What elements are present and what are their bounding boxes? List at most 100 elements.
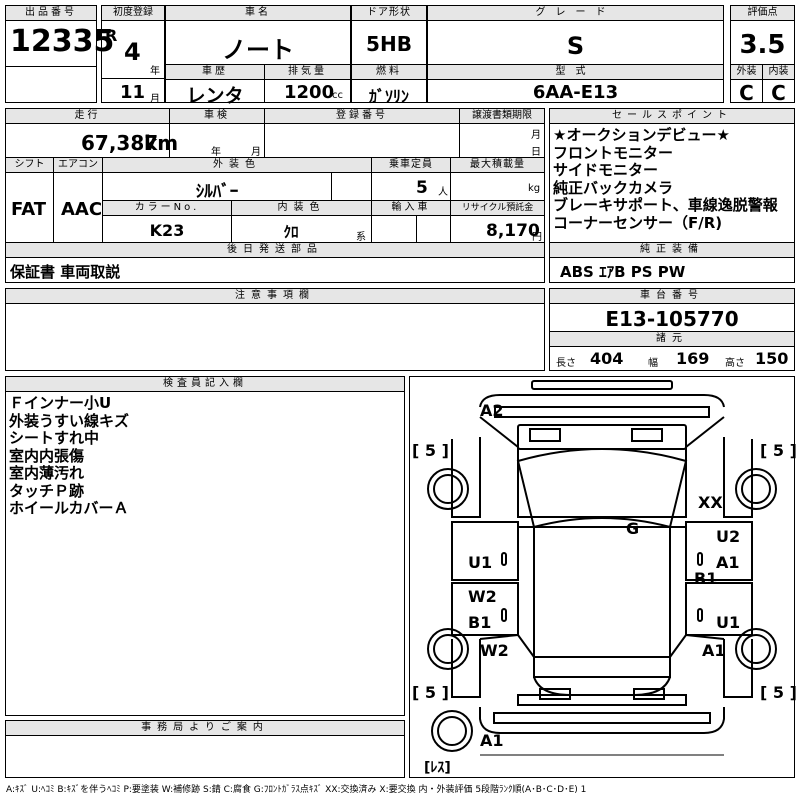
damage-diagram: [ 5 ] [ 5 ] [ 5 ] [ 5 ] [ﾚｽ] A2 XX G U2 …	[409, 376, 797, 778]
deadline-month-unit: 月	[531, 130, 541, 141]
selling-item: コーナーセンサー（F/R)	[553, 213, 723, 232]
length: 404	[590, 349, 624, 368]
ext-label: 外装	[731, 65, 762, 79]
maxload-label: 最大積載量	[451, 158, 544, 172]
fuel-label: 燃料	[352, 65, 426, 79]
shift: FAT	[11, 199, 47, 220]
score: 3.5	[739, 30, 786, 60]
details-block: 走行 車検 登録番号 譲渡書類期限 67,387 km 年 月 月 日 シフト …	[5, 108, 545, 283]
selling-points: セールスポイント ★オークションデビュー★ フロントモニター サイドモニター 純…	[549, 108, 795, 283]
inspector-item: Ｆインナー小U	[9, 394, 112, 412]
mileage-label: 走行	[6, 109, 169, 123]
car-outline	[427, 380, 777, 756]
damage-mark: W2	[480, 641, 509, 660]
office-box: 事務局よりご案内	[5, 720, 405, 778]
selling-item: サイドモニター	[553, 161, 659, 179]
door-label: ドア形状	[352, 6, 426, 20]
length-label: 長さ	[556, 358, 576, 369]
damage-mark: B1	[468, 613, 492, 632]
later-parts: 保証書 車両取説	[10, 263, 121, 281]
damage-mark: XX	[698, 493, 723, 512]
history-label: 車歴	[166, 65, 264, 79]
height: 150	[755, 349, 789, 368]
ac-label: エアコン	[54, 158, 102, 172]
selling-list: ★オークションデビュー★ フロントモニター サイドモニター 純正バックカメラ ブ…	[553, 126, 778, 232]
width-label: 幅	[648, 358, 658, 369]
car-name-cell: 車名 ノート 車歴 排気量 レンタ 1200 cc	[165, 5, 351, 107]
equipment-label: 純正装備	[550, 243, 794, 257]
inspection-label: 車検	[170, 109, 264, 123]
score-label: 評価点	[731, 6, 794, 20]
recycle-unit: 円	[532, 232, 542, 243]
color: ｼﾙﾊﾞｰ	[195, 182, 239, 202]
inspector-item: 室内内張傷	[9, 446, 85, 465]
door-type: 5HB	[366, 32, 412, 56]
chassis-number: E13-105770	[605, 307, 739, 331]
notes-box: 注意事項欄	[5, 288, 545, 371]
capacity-label: 乗車定員	[372, 158, 450, 172]
tire-tread-front-right: [ 5 ]	[760, 441, 797, 460]
inspector-item: タッチＰ跡	[9, 481, 85, 500]
int-grade: C	[771, 81, 786, 105]
car-name: ノート	[222, 36, 294, 64]
int-label: 内装	[763, 65, 794, 79]
door-cell: ドア形状 5HB 燃料 ｶﾞｿﾘﾝ	[351, 5, 427, 106]
recycle-label: リサイクル預託金	[451, 201, 544, 215]
damage-mark: A2	[480, 401, 504, 420]
lot-label: 出品番号	[6, 6, 96, 20]
lot-number: 12335	[10, 24, 115, 59]
model-code: 6AA-E13	[532, 82, 619, 103]
selling-label: セールスポイント	[550, 109, 794, 123]
import-label: 輸入車	[372, 201, 450, 215]
ac: AAC	[61, 199, 103, 220]
year-unit: 年	[150, 66, 160, 77]
regno-label: 登録番号	[265, 109, 459, 123]
selling-item: ★オークションデビュー★	[553, 126, 730, 144]
damage-mark: U2	[716, 527, 741, 546]
damage-mark: A1	[716, 553, 740, 572]
chassis-label: 車台番号	[550, 289, 794, 303]
grade-cell: グレード S 型式 6AA-E13	[427, 5, 724, 103]
inspector-item: ホイールカバーＡ	[9, 499, 129, 517]
selling-item: 純正バックカメラ	[553, 178, 674, 197]
notes-label: 注意事項欄	[6, 289, 544, 303]
damage-mark: A1	[702, 641, 726, 660]
displacement-label: 排気量	[265, 65, 350, 79]
damage-mark: A1	[480, 731, 504, 750]
inspector-item: シートすれ中	[9, 429, 100, 447]
equipment: ABS ｴｱB PS PW	[560, 263, 686, 281]
dims-label: 諸元	[550, 332, 794, 346]
chassis-box: 車台番号 E13-105770 諸元 長さ 404 幅 169 高さ 150	[549, 288, 795, 371]
grade-label: グレード	[428, 6, 723, 20]
grade: S	[566, 32, 585, 60]
intcolor-label: 内装色	[232, 201, 371, 215]
insp-month-unit: 月	[251, 147, 261, 158]
deadline-day-unit: 日	[531, 147, 541, 158]
capacity: 5	[416, 178, 428, 198]
inspector-list: Ｆインナー小U 外装うすい線キズ シートすれ中 室内内張傷 室内薄汚れ タッチＰ…	[9, 394, 130, 518]
insp-year-unit: 年	[211, 147, 221, 158]
office-label: 事務局よりご案内	[6, 721, 404, 735]
tire-tread-front-left: [ 5 ]	[412, 441, 449, 460]
later-parts-label: 後日発送部品	[6, 243, 544, 257]
recycle-fee: 8,170	[486, 221, 540, 241]
legend: A:ｷｽﾞ U:ﾍｺﾐ B:ｷｽﾞを伴うﾍｺﾐ P:要塗装 W:補修跡 S:錆 …	[6, 785, 587, 795]
inspector-item: 外装うすい線キズ	[9, 411, 130, 430]
width: 169	[676, 349, 710, 368]
capacity-unit: 人	[438, 187, 448, 198]
displacement: 1200	[284, 82, 335, 103]
displacement-unit: cc	[332, 90, 343, 101]
model-label: 型式	[428, 65, 723, 79]
car-name-label: 車名	[166, 6, 350, 20]
fuel: ｶﾞｿﾘﾝ	[368, 87, 409, 106]
height-label: 高さ	[725, 358, 745, 369]
damage-mark: W2	[468, 587, 497, 606]
reg-year: 4	[124, 38, 141, 66]
deadline-label: 譲渡書類期限	[460, 109, 544, 123]
spare-tire: [ﾚｽ]	[424, 760, 451, 776]
damage-mark: U1	[716, 613, 741, 632]
interior-color: ｸﾛ	[283, 223, 299, 241]
mileage-unit: km	[144, 131, 179, 155]
history: レンタ	[186, 85, 244, 107]
colorno-label: カラーNo.	[103, 201, 231, 215]
